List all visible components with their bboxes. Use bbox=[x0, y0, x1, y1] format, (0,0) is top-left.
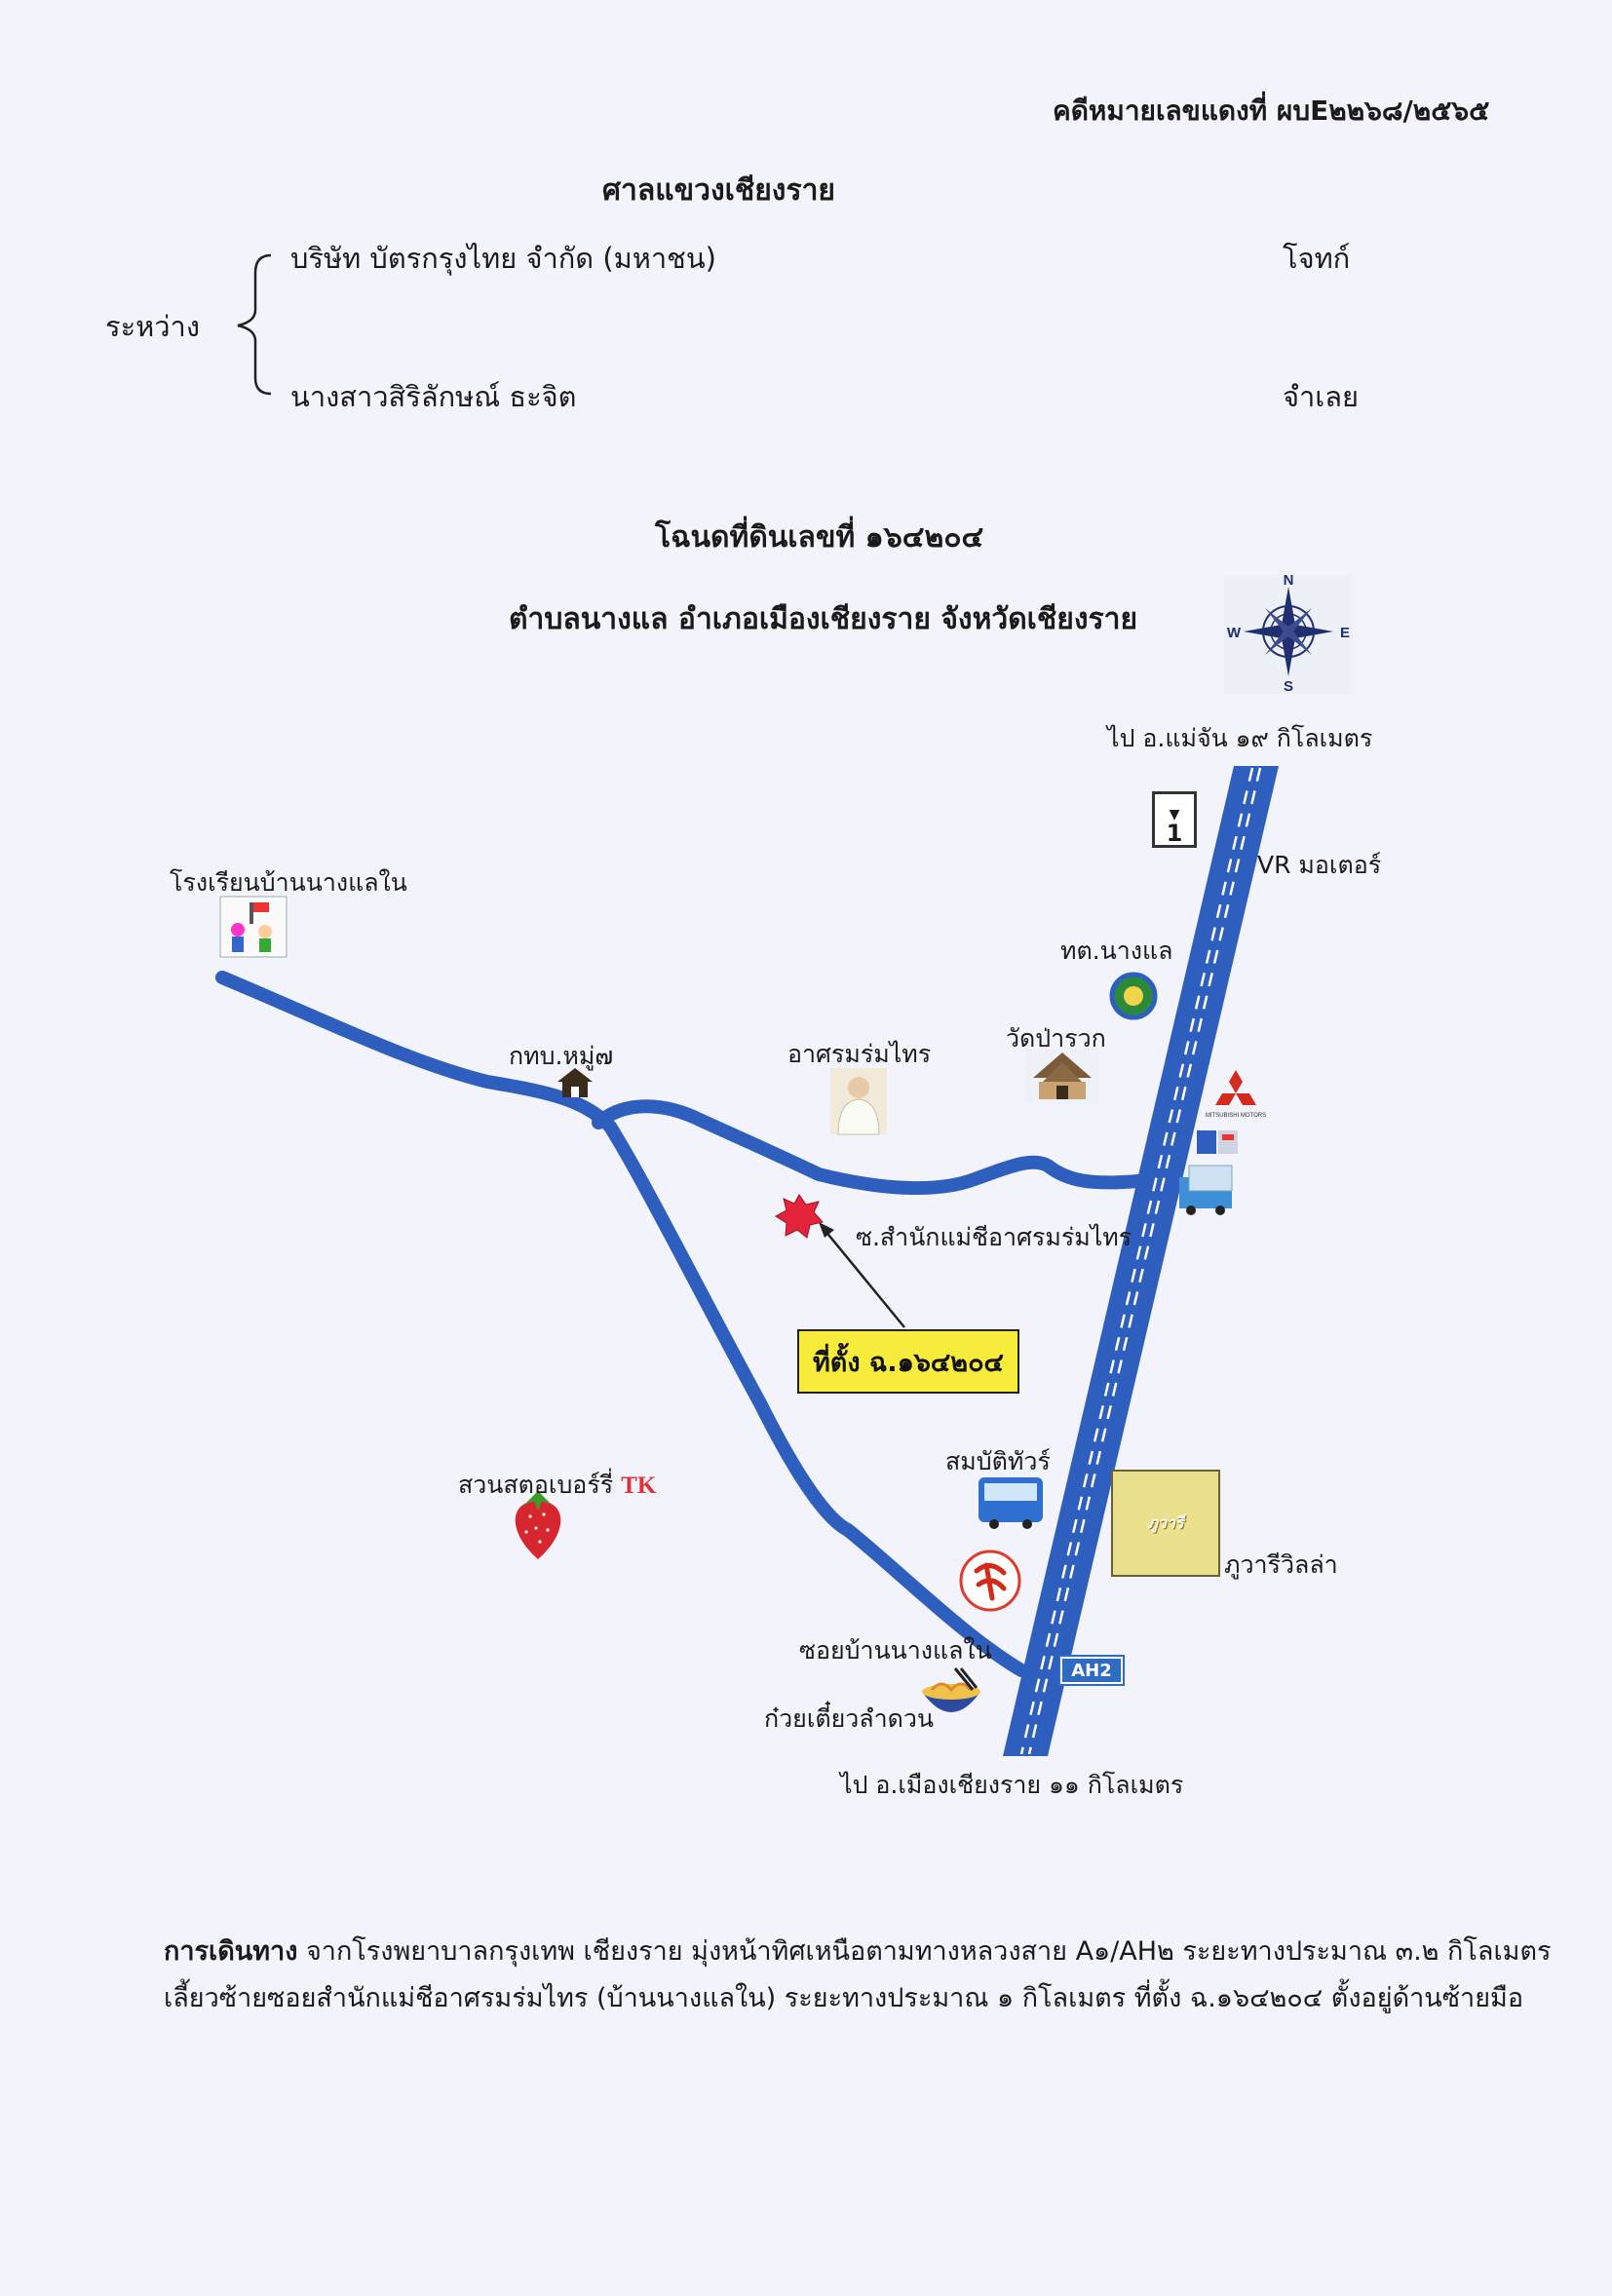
case-number: คดีหมายเลขแดงที่ ผบE๒๒๖๘/๒๕๖๕ bbox=[1053, 95, 1490, 127]
garuda-emblem-icon: ▼ bbox=[1169, 807, 1180, 823]
soi-ashram-road bbox=[592, 1099, 1145, 1196]
deed-title: โฉนดที่ดินเลขที่ ๑๖๔๒๐๔ bbox=[655, 520, 984, 555]
school-icon bbox=[219, 896, 288, 958]
label-school: โรงเรียนบ้านนางแลใน bbox=[170, 868, 407, 897]
label-to-mueang: ไป อ.เมืองเชียงราย ๑๑ กิโลเมตร bbox=[840, 1771, 1184, 1799]
label-tambon-office: ทต.นางแล bbox=[1060, 937, 1173, 965]
directions-line-1: การเดินทาง จากโรงพยาบาลกรุงเทพ เชียงราย … bbox=[164, 1930, 1552, 1971]
mitsubishi-logo-icon: MITSUBISHI MOTORS bbox=[1206, 1070, 1266, 1119]
truck-icon bbox=[1179, 1165, 1233, 1215]
label-soi-ashram: ซ.สำนักแม่ชีอาศรมร่มไทร bbox=[856, 1223, 1132, 1251]
site-pointer-arrow bbox=[824, 1229, 905, 1328]
label-ashram: อาศรมร่มไทร bbox=[787, 1040, 932, 1068]
house-icon bbox=[557, 1068, 593, 1097]
tambon-office-seal-icon bbox=[1109, 972, 1158, 1020]
directions-label: การเดินทาง bbox=[164, 1936, 298, 1967]
bus-icon bbox=[979, 1477, 1043, 1529]
party-bracket bbox=[237, 253, 272, 396]
restaurant-logo-icon bbox=[959, 1550, 1021, 1612]
compass-w: W bbox=[1227, 625, 1242, 641]
label-to-mae-chan: ไป อ.แม่จัน ๑๙ กิโลเมตร bbox=[1107, 724, 1373, 752]
defendant-role: จำเลย bbox=[1283, 380, 1359, 413]
route-number: 1 bbox=[1166, 820, 1183, 847]
compass-n: N bbox=[1284, 572, 1294, 589]
compass-rose-icon: N S E W bbox=[1224, 572, 1353, 695]
temple-icon bbox=[1025, 1049, 1099, 1103]
noodle-bowl-icon bbox=[922, 1667, 980, 1712]
court-name: ศาลแขวงเชียงราย bbox=[602, 173, 835, 208]
location-line: ตำบลนางแล อำเภอเมืองเชียงราย จังหวัดเชีย… bbox=[509, 602, 1138, 636]
plaintiff-name: บริษัท บัตรกรุงไทย จำกัด (มหาชน) bbox=[290, 242, 716, 275]
phuwari-villa-logo: ภูวารี bbox=[1111, 1470, 1220, 1577]
shop-sign-icon bbox=[1197, 1130, 1238, 1154]
label-phuwari-villa: ภูวารีวิลล่า bbox=[1224, 1550, 1338, 1579]
label-vr-motor: VR มอเตอร์ bbox=[1257, 851, 1382, 879]
site-marker-icon bbox=[775, 1194, 824, 1239]
label-strawberry-farm: สวนสตอเบอร์รี่ TK bbox=[458, 1466, 656, 1505]
strawberry-tk: TK bbox=[621, 1473, 657, 1499]
site-label-box: ที่ตั้ง ฉ.๑๖๔๒๐๔ bbox=[797, 1329, 1019, 1394]
label-soi-nanglae: ซอยบ้านนางแลใน bbox=[799, 1636, 992, 1665]
compass-s: S bbox=[1284, 678, 1293, 695]
compass-e: E bbox=[1340, 625, 1350, 641]
defendant-name: นางสาวสิริลักษณ์ ธะจิต bbox=[290, 380, 577, 413]
ah2-sign: AH2 bbox=[1058, 1655, 1125, 1686]
strawberry-icon bbox=[515, 1491, 561, 1559]
directions-text-1: จากโรงพยาบาลกรุงเทพ เชียงราย มุ่งหน้าทิศ… bbox=[297, 1936, 1552, 1967]
label-noodle-shop: ก๋วยเตี๋ยวลำดวน bbox=[764, 1704, 935, 1733]
directions-line-2: เลี้ยวซ้ายซอยสำนักแม่ชีอาศรมร่มไทร (บ้าน… bbox=[164, 1983, 1524, 2013]
mitsubishi-text: MITSUBISHI MOTORS bbox=[1206, 1113, 1266, 1119]
label-wat: วัดป่ารวก bbox=[1006, 1024, 1106, 1052]
west-road bbox=[215, 971, 1028, 1677]
plaintiff-role: โจทก์ bbox=[1283, 242, 1351, 275]
strawberry-farm-name: สวนสตอเบอร์รี่ bbox=[458, 1471, 622, 1499]
label-village-fund: กทบ.หมู่๗ bbox=[509, 1042, 614, 1070]
monk-portrait-icon bbox=[830, 1068, 887, 1135]
route-1-sign: ▼ 1 bbox=[1152, 791, 1197, 848]
label-sombat-tour: สมบัติทัวร์ bbox=[945, 1447, 1051, 1475]
between-label: ระหว่าง bbox=[105, 310, 200, 343]
highway-road bbox=[1003, 766, 1279, 1756]
